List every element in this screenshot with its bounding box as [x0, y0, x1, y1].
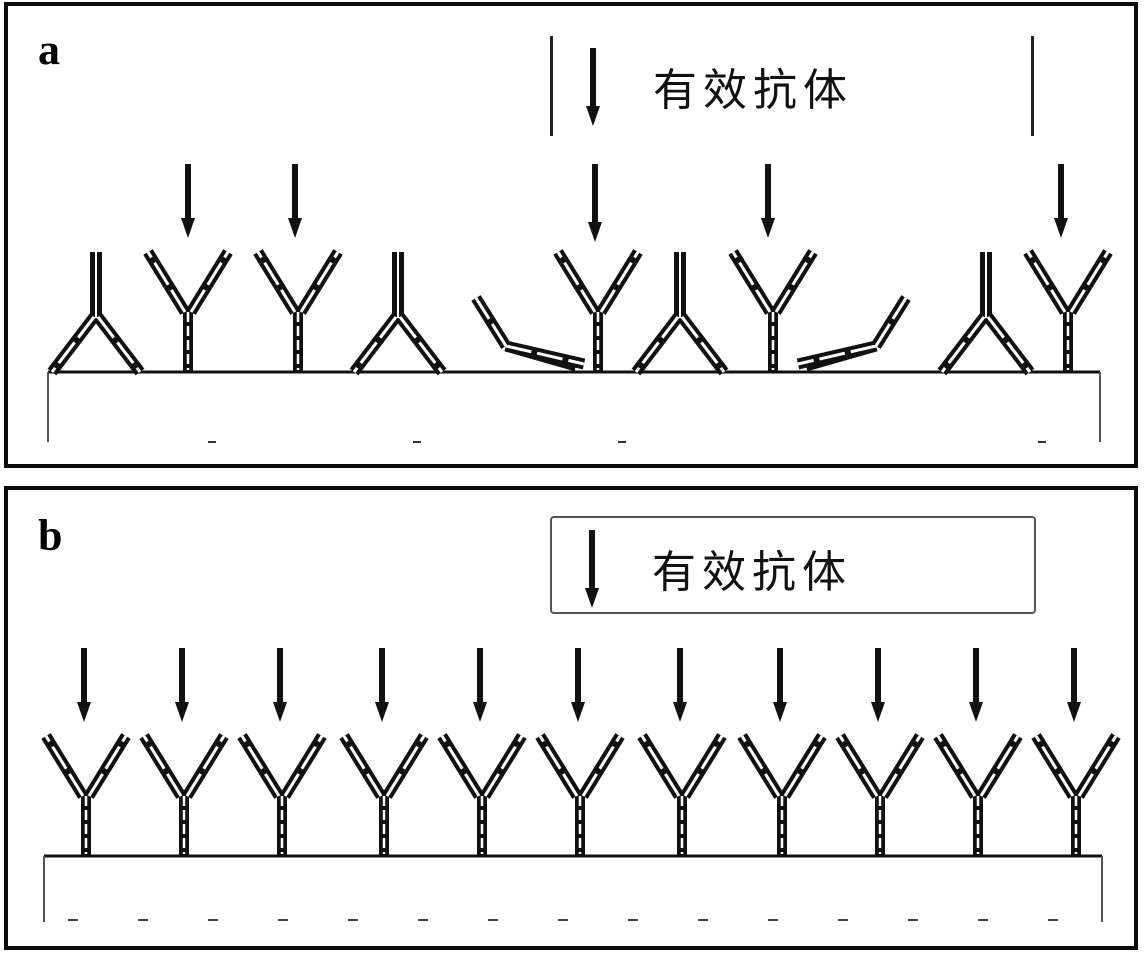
lying-antibody — [798, 298, 906, 366]
antibody — [1036, 736, 1116, 856]
down-arrow-icon — [571, 648, 585, 722]
down-arrow-icon — [673, 648, 687, 722]
antibody — [148, 252, 228, 372]
legend-text: 有效抗体 — [653, 54, 853, 118]
down-arrow-icon — [871, 648, 885, 722]
antibody — [558, 252, 638, 372]
antibody — [144, 736, 224, 856]
down-arrow-icon — [181, 164, 195, 238]
inverted-antibody — [636, 252, 724, 372]
substrate-surface — [48, 372, 1100, 442]
substrate-surface — [44, 856, 1102, 922]
inverted-antibody — [942, 252, 1030, 372]
lying-antibody — [476, 298, 584, 366]
antibody — [540, 736, 620, 856]
antibody — [258, 252, 338, 372]
panel-b: b 有效抗体 — [4, 486, 1138, 950]
down-arrow-icon — [473, 648, 487, 722]
down-arrow-icon — [773, 648, 787, 722]
antibody — [938, 736, 1018, 856]
down-arrow-icon — [375, 648, 389, 722]
down-arrow-icon — [175, 648, 189, 722]
antibody — [840, 736, 920, 856]
panel-a-label: a — [38, 24, 60, 75]
legend-text: 有效抗体 — [652, 536, 852, 600]
down-arrow-icon — [77, 648, 91, 722]
antibody — [733, 252, 813, 372]
antibody — [442, 736, 522, 856]
down-arrow-icon — [273, 648, 287, 722]
antibody — [46, 736, 126, 856]
inverted-antibody — [52, 252, 140, 372]
down-arrow-icon — [288, 164, 302, 238]
down-arrow-icon — [583, 48, 603, 128]
down-arrow-icon — [969, 648, 983, 722]
panel-b-label: b — [38, 510, 62, 561]
panel-b-legend: 有效抗体 — [550, 516, 1036, 614]
antibody — [642, 736, 722, 856]
panel-a-legend: 有效抗体 — [550, 36, 1034, 136]
antibody — [742, 736, 822, 856]
down-arrow-icon — [588, 164, 602, 242]
inverted-antibody — [354, 252, 442, 372]
antibody — [344, 736, 424, 856]
antibody — [1028, 252, 1108, 372]
down-arrow-icon — [1054, 164, 1068, 238]
panel-a: a 有效抗体 — [4, 2, 1138, 468]
down-arrow-icon — [582, 530, 602, 610]
down-arrow-icon — [1067, 648, 1081, 722]
down-arrow-icon — [761, 164, 775, 238]
antibody — [242, 736, 322, 856]
